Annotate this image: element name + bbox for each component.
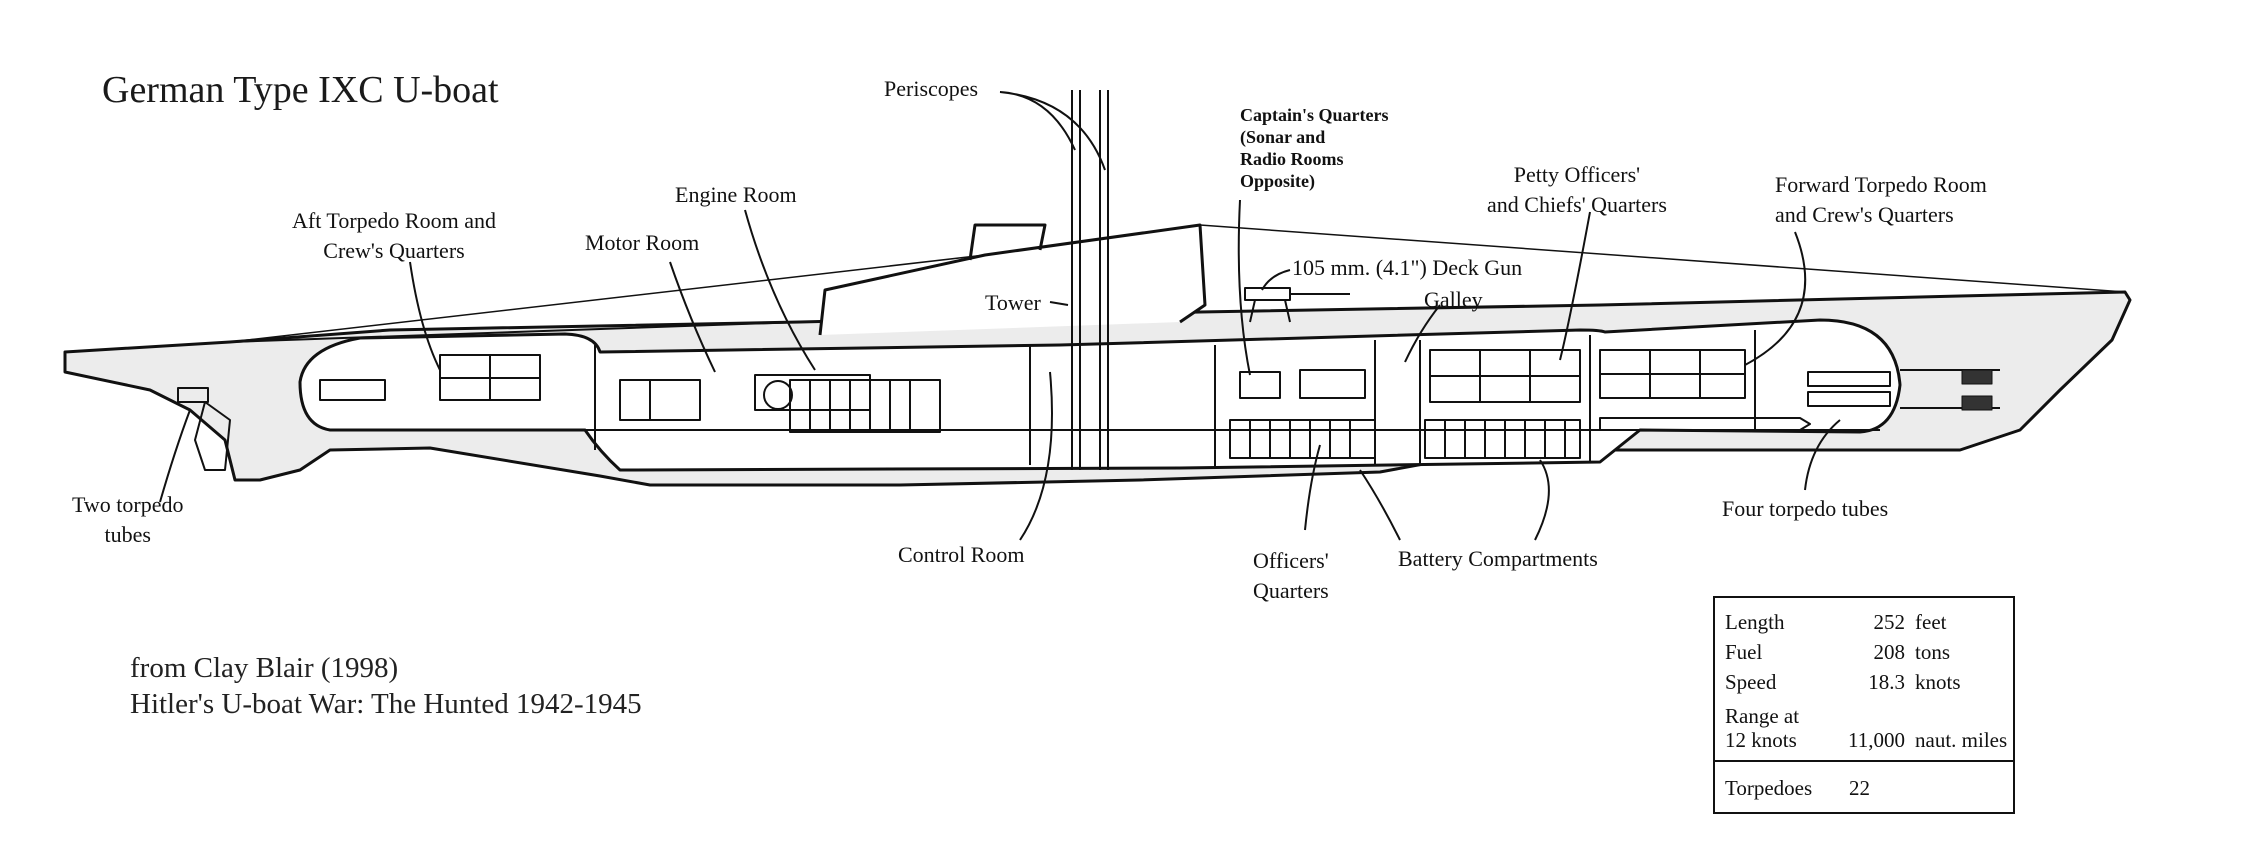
label-officers-line2: Quarters — [1253, 578, 1329, 603]
label-forward-line1: Forward Torpedo Room — [1775, 172, 1987, 197]
conning-tower — [818, 223, 1207, 336]
officers-berths — [1239, 369, 1366, 399]
battery-fwd — [1424, 419, 1581, 459]
leader-tower — [1049, 301, 1069, 306]
forward-torpedo-tubes — [1807, 369, 2000, 409]
jumping-wire-aft — [229, 254, 986, 343]
spec-unit-range: naut. miles — [1915, 728, 2008, 752]
aft-torpedo-tubes — [177, 379, 386, 403]
spec-unit: feet — [1915, 610, 1947, 634]
leader-engine-room — [744, 209, 816, 371]
spec-unit: knots — [1915, 670, 1961, 694]
diagram-title: German Type IXC U-boat — [102, 69, 499, 111]
spec-key-range-line1: Range at — [1725, 704, 1800, 728]
label-aft-torpedo-room: Aft Torpedo Room and Crew's Quarters — [292, 206, 496, 266]
spec-value-range: 11,000 — [1848, 728, 1905, 752]
spec-unit: tons — [1915, 640, 1951, 664]
periscope-aft — [1071, 90, 1081, 470]
leader-petty — [1559, 211, 1591, 361]
spec-key: Length — [1725, 610, 1785, 634]
label-captain-line3: Radio Rooms — [1240, 149, 1344, 169]
torpedo-rack — [1599, 417, 1811, 431]
forward-tube-muzzles — [1961, 369, 1993, 411]
propeller-rudder — [194, 401, 231, 471]
leader-battery-1 — [1359, 469, 1401, 541]
label-two-tubes-line2: tubes — [104, 522, 151, 547]
deck-line — [229, 321, 801, 343]
leader-control-room — [1019, 371, 1053, 541]
label-petty-officers: Petty Officers' and Chiefs' Quarters — [1487, 160, 1667, 220]
spec-key-range-line2: 12 knots — [1725, 728, 1797, 752]
leader-motor-room — [669, 261, 716, 373]
label-forward-torpedo: Forward Torpedo Room and Crew's Quarters — [1775, 170, 1987, 230]
label-engine-room: Engine Room — [675, 182, 797, 207]
label-petty-line1: Petty Officers' — [1513, 162, 1641, 187]
specs-table: Length 252 feet Fuel 208 tons Speed 18.3… — [1713, 596, 2015, 814]
label-officers-line1: Officers' — [1253, 548, 1329, 573]
spec-value: 208 — [1873, 640, 1906, 664]
spec-key-torpedoes: Torpedoes — [1725, 776, 1813, 800]
spec-value-torpedoes: 22 — [1849, 776, 1870, 800]
label-battery-compartments: Battery Compartments — [1398, 546, 1598, 571]
label-tower: Tower — [985, 290, 1041, 315]
leader-forward — [1744, 231, 1807, 366]
label-aft-torpedo-line2: Crew's Quarters — [323, 238, 465, 263]
label-captain-line2: (Sonar and — [1240, 127, 1326, 147]
spec-value: 252 — [1873, 610, 1906, 634]
label-captains-quarters: Captain's Quarters (Sonar and Radio Room… — [1240, 104, 1389, 192]
forward-bunks — [1599, 349, 1746, 399]
label-periscopes: Periscopes — [884, 76, 979, 101]
leader-captain — [1237, 199, 1251, 376]
leader-battery-2 — [1534, 459, 1550, 541]
specs-separator — [1715, 760, 2013, 762]
label-four-torpedo-tubes: Four torpedo tubes — [1722, 496, 1889, 521]
label-officers-quarters: Officers' Quarters — [1253, 546, 1329, 606]
leader-deck-gun — [1261, 269, 1291, 291]
periscope-fwd — [1099, 90, 1109, 470]
battery-aft — [1229, 419, 1376, 459]
label-two-torpedo-tubes: Two torpedo tubes — [72, 490, 184, 550]
spec-key: Fuel — [1725, 640, 1763, 664]
label-galley: Galley — [1424, 287, 1483, 312]
leader-galley — [1404, 304, 1441, 363]
tower-bridge — [968, 223, 1047, 261]
leader-officers — [1304, 444, 1321, 531]
engine-wheel — [763, 380, 793, 410]
credit-line-2: Hitler's U-boat War: The Hunted 1942-194… — [130, 688, 642, 720]
leader-periscopes — [999, 91, 1106, 171]
credit-line-1: from Clay Blair (1998) — [130, 652, 399, 684]
label-control-room: Control Room — [898, 542, 1025, 567]
spec-key: Speed — [1725, 670, 1777, 694]
label-petty-line2: and Chiefs' Quarters — [1487, 192, 1667, 217]
jumping-wire-fwd — [1199, 224, 2126, 293]
label-captain-line4: Opposite) — [1240, 171, 1316, 191]
spec-value: 18.3 — [1868, 670, 1905, 694]
aft-bunks — [439, 354, 541, 401]
label-deck-gun: 105 mm. (4.1") Deck Gun — [1292, 255, 1523, 280]
bulkheads — [594, 330, 1756, 468]
label-aft-torpedo-line1: Aft Torpedo Room and — [292, 208, 496, 233]
leader-four-tubes — [1804, 419, 1841, 491]
leader-aft-torpedo — [409, 261, 441, 371]
label-captain-line1: Captain's Quarters — [1240, 105, 1389, 125]
engine-blocks — [789, 379, 941, 433]
deck-gun — [1244, 287, 1350, 323]
label-forward-line2: and Crew's Quarters — [1775, 202, 1954, 227]
label-two-tubes-line1: Two torpedo — [72, 492, 184, 517]
leader-two-tubes — [159, 409, 191, 503]
label-motor-room: Motor Room — [585, 230, 700, 255]
petty-bunks — [1429, 349, 1581, 403]
